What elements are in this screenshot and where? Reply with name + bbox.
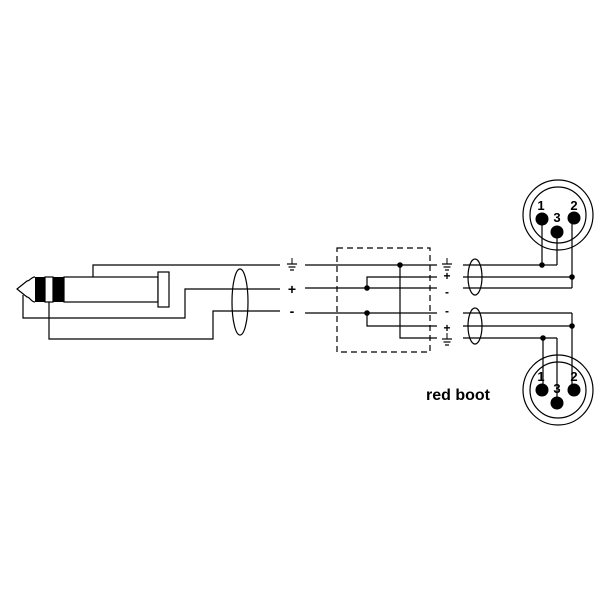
pin-label-1: 1 bbox=[537, 198, 544, 213]
jack-ring-band-2 bbox=[53, 277, 64, 302]
label-plus-left: + bbox=[288, 281, 296, 297]
cable-shield-bottom bbox=[467, 307, 483, 345]
xlr-pin-1 bbox=[535, 212, 549, 226]
splitter-box bbox=[305, 247, 437, 353]
bridge-top bbox=[366, 276, 437, 288]
label-minus-left: - bbox=[290, 303, 295, 319]
jack-ring-band bbox=[35, 277, 45, 302]
cable-shield-top bbox=[467, 258, 483, 296]
pin-label-3: 3 bbox=[553, 381, 560, 396]
pin-label-2: 2 bbox=[570, 369, 577, 384]
junction-dot bbox=[364, 285, 370, 291]
pin-label-1: 1 bbox=[537, 369, 544, 384]
bridge-ground bbox=[399, 265, 437, 339]
jack-tip bbox=[16, 276, 36, 303]
label-minus-top: - bbox=[445, 285, 449, 299]
xlr-outer-ring bbox=[522, 354, 594, 426]
junction-dot bbox=[539, 262, 545, 268]
wire-ground-left bbox=[92, 264, 280, 277]
wire-minus-left bbox=[48, 302, 280, 340]
jack-sleeve bbox=[63, 276, 159, 303]
label-plus-bottom: + bbox=[443, 321, 450, 335]
jack-flange bbox=[157, 271, 170, 308]
xlr-inner-ring bbox=[529, 361, 587, 419]
junction-dot bbox=[569, 274, 575, 280]
bridge-bottom bbox=[366, 313, 437, 327]
left-wires bbox=[22, 264, 280, 340]
splitter-dashed-outline bbox=[336, 247, 431, 353]
caption-red-boot: red boot bbox=[426, 387, 491, 404]
label-minus-bottom: - bbox=[445, 304, 449, 318]
xlr-pin-2 bbox=[567, 383, 581, 397]
pin-label-2: 2 bbox=[570, 198, 577, 213]
junction-dot bbox=[540, 335, 546, 341]
right-wires bbox=[463, 218, 575, 403]
wire-plus-left bbox=[22, 288, 280, 319]
cable-shield-left bbox=[231, 268, 249, 336]
xlr-pin-2 bbox=[567, 211, 581, 225]
stereo-jack-plug bbox=[16, 271, 170, 308]
ground-icon bbox=[286, 257, 298, 271]
xlr-connector-top: 1 2 3 bbox=[522, 179, 594, 251]
xlr-pin-3 bbox=[550, 396, 564, 410]
xlr-inner-ring bbox=[529, 186, 587, 244]
xlr-pin-3 bbox=[550, 225, 564, 239]
xlr-connector-bottom: 1 2 3 bbox=[522, 354, 594, 426]
label-plus-top: + bbox=[443, 269, 450, 283]
junction-dot bbox=[569, 323, 575, 329]
xlr-outer-ring bbox=[522, 179, 594, 251]
xlr-pin-1 bbox=[535, 383, 549, 397]
junction-dot bbox=[397, 262, 403, 268]
jack-insulator bbox=[44, 276, 54, 303]
pin-label-3: 3 bbox=[553, 210, 560, 225]
junction-dot bbox=[364, 310, 370, 316]
